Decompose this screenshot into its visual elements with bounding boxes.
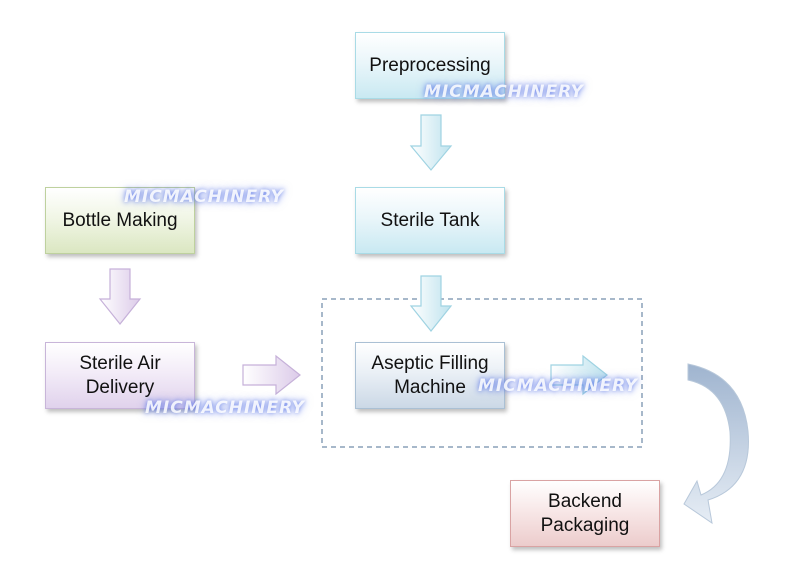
node-bottle-making-label: Bottle Making — [62, 209, 178, 231]
node-bottle-making: Bottle Making — [45, 187, 195, 254]
node-aseptic-filling-machine: Aseptic Filling Machine — [355, 342, 505, 409]
node-aseptic-filling-machine-line-1: Aseptic Filling — [371, 352, 489, 374]
node-backend-packaging: Backend Packaging — [510, 480, 660, 547]
node-sterile-air-delivery-line-1: Sterile Air — [79, 352, 161, 374]
watermark-1: MICMACHINERY — [424, 82, 584, 102]
watermark-4: MICMACHINERY — [478, 376, 638, 396]
arrow-tank-to-filling — [409, 275, 453, 332]
watermark-3: MICMACHINERY — [145, 398, 305, 418]
arrow-preprocessing-to-tank — [409, 114, 453, 171]
node-aseptic-filling-machine-line-2: Machine — [394, 376, 466, 398]
node-sterile-tank-label: Sterile Tank — [380, 209, 480, 231]
arrow-filling-output — [550, 354, 608, 396]
watermark-2: MICMACHINERY — [124, 187, 284, 207]
node-sterile-tank: Sterile Tank — [355, 187, 505, 254]
node-preprocessing: Preprocessing — [355, 32, 505, 99]
node-backend-packaging-line-2: Packaging — [540, 514, 630, 536]
node-sterile-air-delivery: Sterile Air Delivery — [45, 342, 195, 409]
arrow-bottle-to-air — [98, 268, 142, 325]
node-preprocessing-label: Preprocessing — [369, 54, 491, 76]
curved-arrow-to-packaging — [683, 363, 749, 525]
arrow-air-to-filling — [242, 354, 301, 396]
node-sterile-air-delivery-line-2: Delivery — [85, 376, 155, 398]
node-backend-packaging-line-1: Backend — [548, 490, 622, 512]
